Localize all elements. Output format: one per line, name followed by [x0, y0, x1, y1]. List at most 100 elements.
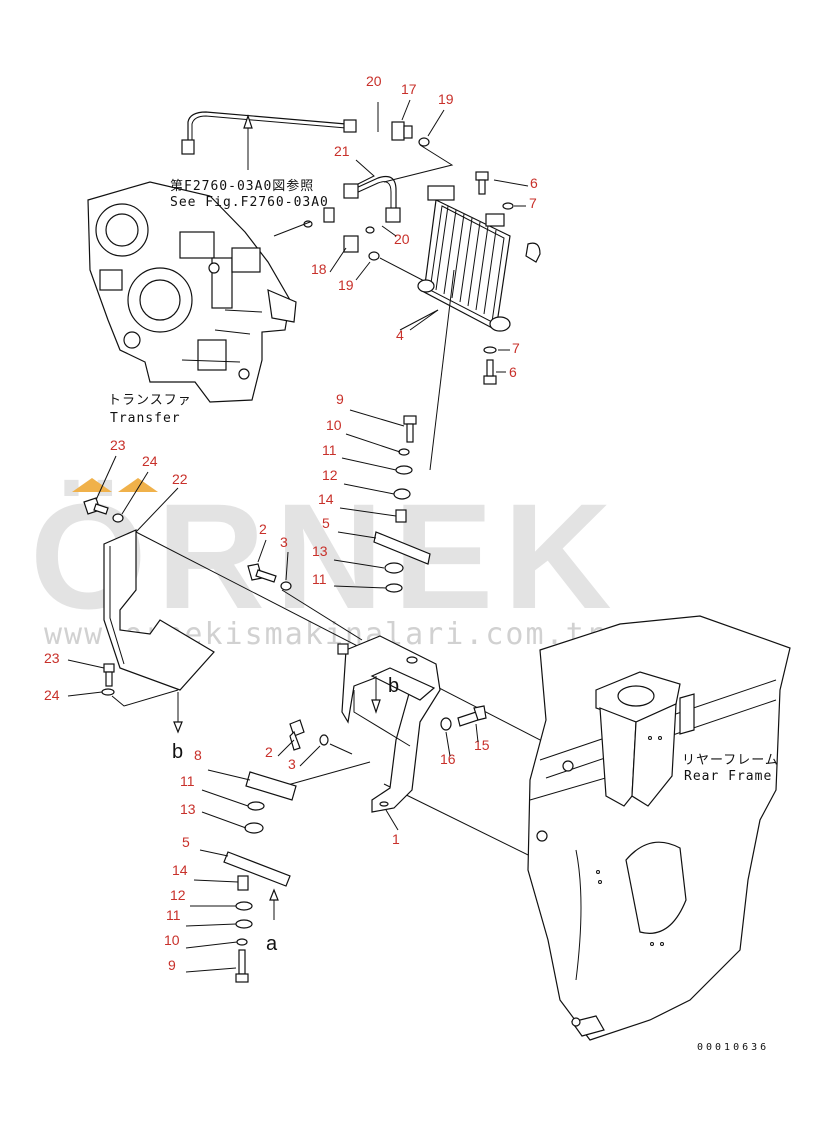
collar-14-lower: [237, 875, 249, 891]
see-fig-label-jp: 第F2760-03A0図参照: [170, 178, 314, 194]
washer-10-lower: [236, 938, 248, 946]
callout-15: 15: [474, 737, 490, 753]
callout-14-upper: 14: [318, 491, 334, 507]
callout-17: 17: [401, 81, 417, 97]
o-ring-19-upper: [418, 137, 430, 147]
callout-7-top: 7: [529, 195, 537, 211]
arrow-a: [269, 888, 279, 901]
hose-upper: [181, 111, 357, 155]
bolt-2-upper: [247, 563, 277, 583]
washer-11-lower-a: [247, 801, 265, 811]
watermark-accent-left: [72, 478, 112, 492]
rear-frame-label-jp: リヤーフレーム: [682, 753, 779, 768]
callout-2-lower: 2: [265, 744, 273, 760]
leader-transfer: [273, 221, 311, 237]
callout-6-bottom: 6: [509, 364, 517, 380]
callout-24-lower: 24: [44, 687, 60, 703]
callout-12-upper: 12: [322, 467, 338, 483]
bolt-6-upper: [475, 171, 489, 195]
callout-10-upper: 10: [326, 417, 342, 433]
oil-cooler: [399, 185, 541, 471]
nut-13-lower: [244, 822, 264, 834]
callout-6-top: 6: [530, 175, 538, 191]
callout-4: 4: [396, 327, 404, 343]
callout-5-upper: 5: [322, 515, 330, 531]
bolt-23-upper: [83, 497, 109, 515]
callout-9-lower: 9: [168, 957, 176, 973]
nut-13-upper: [384, 562, 404, 574]
washer-11-lower-b: [235, 919, 253, 929]
plate-8: [245, 771, 297, 801]
hose-21: [343, 175, 401, 223]
bolt-15: [457, 705, 487, 727]
callout-23-lower: 23: [44, 650, 60, 666]
view-b-label-bracket: b: [388, 675, 399, 697]
callout-2-upper: 2: [259, 521, 267, 537]
o-ring-19-lower: [368, 251, 380, 261]
callout-11-lower-b: 11: [166, 907, 181, 923]
bracket-22: [103, 529, 215, 691]
washer-3-upper: [280, 581, 292, 591]
callout-13-upper: 13: [312, 543, 328, 559]
callout-23-upper: 23: [110, 437, 126, 453]
washer-7-lower: [483, 346, 497, 354]
callout-19-mid: 19: [338, 277, 354, 293]
plate-5-lower: [223, 851, 291, 887]
callout-20-top: 20: [366, 73, 382, 89]
rear-frame-label-en: Rear Frame: [684, 769, 772, 784]
stud-bracket-1: [337, 643, 349, 655]
washer-3-lower: [319, 734, 329, 746]
leader-19-down: [379, 257, 431, 285]
transfer-label-jp: トランスファ: [108, 393, 192, 408]
washer-11-upper: [395, 465, 413, 475]
callout-11-upper: 11: [322, 442, 337, 458]
washer-24-upper: [112, 513, 124, 523]
rear-frame: [527, 615, 791, 1041]
see-fig-label-en: See Fig.F2760-03A0: [170, 195, 329, 210]
callout-3-upper: 3: [280, 534, 288, 550]
callout-20-mid: 20: [394, 231, 410, 247]
callout-7-bottom: 7: [512, 340, 520, 356]
callout-5-lower: 5: [182, 834, 190, 850]
bolt-2-lower: [289, 719, 305, 751]
washer-10-upper: [398, 448, 410, 456]
nut-12-lower: [235, 901, 253, 911]
washer-16: [440, 717, 452, 731]
watermark-accent-right: [118, 478, 158, 492]
callouts: 20 17 19 21 6 7 20 1 8 19 4 7 6 9 10 11 1…: [44, 73, 538, 973]
callout-21: 21: [334, 143, 350, 159]
callout-16: 16: [440, 751, 456, 767]
callout-24-upper: 24: [142, 453, 158, 469]
collar-14-upper: [395, 509, 407, 523]
callout-22: 22: [172, 471, 188, 487]
leader-8: [283, 761, 371, 787]
callout-11-mid: 11: [312, 571, 327, 587]
callout-14-lower: 14: [172, 862, 188, 878]
callout-11-lower-a: 11: [180, 773, 195, 789]
o-ring-20: [365, 226, 375, 234]
leader-24-lower: [111, 689, 179, 707]
callout-12-lower: 12: [170, 887, 186, 903]
callout-10-lower: 10: [164, 932, 180, 948]
arrow-b-left: [173, 721, 183, 734]
nut-12-upper: [393, 488, 411, 500]
arrow-see-fig: [243, 114, 253, 129]
callout-19-top: 19: [438, 91, 454, 107]
callout-3-lower: 3: [288, 756, 296, 772]
bolt-9-lower: [235, 949, 249, 983]
washer-24-lower: [101, 688, 115, 696]
transfer-housing: [87, 181, 297, 403]
washer-7-upper: [502, 202, 514, 210]
callout-1: 1: [392, 831, 400, 847]
bolt-23-lower: [103, 663, 115, 687]
view-a-label: a: [266, 933, 278, 955]
drawing-number: 00010636: [697, 1042, 769, 1053]
bolt-9-upper: [403, 415, 417, 443]
callout-9-upper: 9: [336, 391, 344, 407]
fitting-18: [323, 207, 359, 253]
view-b-label-left: b: [172, 741, 183, 763]
leader-19-up: [383, 144, 454, 183]
leader-4-to-5: [429, 269, 455, 471]
callout-8: 8: [194, 747, 202, 763]
